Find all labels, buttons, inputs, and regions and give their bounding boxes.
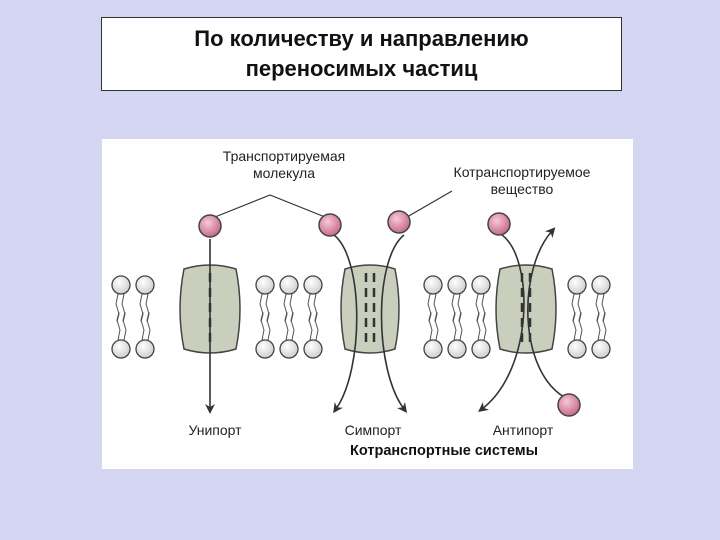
title-line-1: По количеству и направлению (194, 26, 529, 51)
lipid-tail (428, 311, 433, 341)
lipid-tail (290, 311, 295, 341)
lipid-head (135, 275, 155, 295)
lipid-tail (596, 311, 601, 341)
lipid-tail (458, 311, 463, 341)
lipid-head (567, 275, 587, 295)
lipid-head (111, 339, 131, 359)
label-cotransported-line-1: Котранспортируемое (453, 164, 591, 180)
membrane-transport-diagram: Транспортируемая молекула Котранспортиру… (102, 139, 633, 469)
label-cotransported-substance: Котранспортируемое вещество (422, 164, 622, 198)
lipid-tail (284, 311, 289, 341)
lipid-tail (146, 311, 151, 341)
lipid-head (279, 339, 299, 359)
lipid-head (423, 275, 443, 295)
lipid-tail (476, 311, 481, 341)
label-transported-molecule: Транспортируемая молекула (194, 148, 374, 182)
label-symport: Симпорт (344, 422, 402, 438)
symport-particle-a (318, 213, 342, 237)
lipid-head (591, 339, 611, 359)
lipid-head (255, 339, 275, 359)
lipid-head (423, 339, 443, 359)
lipid-tail (260, 311, 265, 341)
symport-arrow-left (333, 234, 358, 414)
symport-arrow-right (380, 234, 407, 414)
pointer-transported (209, 194, 331, 220)
lipid-tail (314, 311, 319, 341)
label-transported-line-1: Транспортируемая (222, 148, 346, 164)
lipid-head (567, 339, 587, 359)
lipid-head (279, 275, 299, 295)
lipid-head (471, 275, 491, 295)
lipid-tail (452, 311, 457, 341)
lipid-head (447, 339, 467, 359)
antiport-arrow-down (478, 234, 525, 413)
lipid-head (255, 275, 275, 295)
lipid-head (471, 339, 491, 359)
label-uniport: Унипорт (188, 422, 242, 438)
title-line-2: переносимых частиц (245, 56, 478, 81)
uniport-particle (198, 214, 222, 238)
lipid-tail (602, 311, 607, 341)
lipid-tail (266, 311, 271, 341)
lipid-head (135, 339, 155, 359)
lipid-head (303, 275, 323, 295)
symport-channel (340, 264, 400, 354)
lipid-head (111, 275, 131, 295)
diagram-canvas (111, 190, 611, 417)
lipid-tail (140, 311, 145, 341)
lipid-tail (116, 311, 121, 341)
lipid-head (303, 339, 323, 359)
symport-particle-b (387, 210, 411, 234)
pointer-cotransported (406, 190, 453, 218)
lipid-tail (308, 311, 313, 341)
lipid-head (591, 275, 611, 295)
lipid-tail (572, 311, 577, 341)
antiport-particle-bottom (557, 393, 581, 417)
lipid-tail (434, 311, 439, 341)
antiport-particle-top (487, 212, 511, 236)
lipid-head (447, 275, 467, 295)
lipid-tail (482, 311, 487, 341)
label-cotransported-line-2: вещество (490, 181, 554, 197)
label-cotransport-systems: Котранспортные системы (350, 443, 538, 459)
label-antiport: Антипорт (492, 422, 554, 438)
lipid-bilayer (111, 275, 611, 359)
title-box: По количеству и направлению переносимых … (101, 17, 622, 91)
antiport-channel (495, 264, 557, 354)
label-transported-line-2: молекула (253, 165, 315, 181)
lipid-tail (578, 311, 583, 341)
lipid-tail (122, 311, 127, 341)
antiport-arrow-up (527, 227, 565, 398)
